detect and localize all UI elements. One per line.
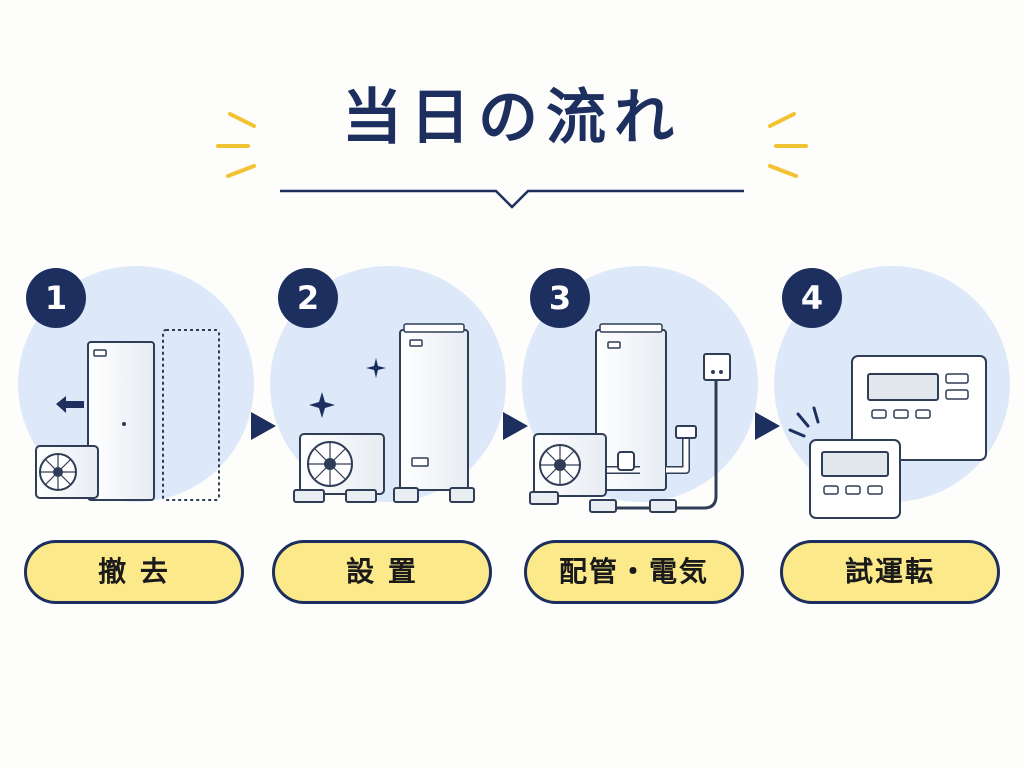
page-title: 当日の流れ xyxy=(342,83,682,153)
step-3-illustration xyxy=(529,323,731,513)
sparkle-icon xyxy=(366,358,386,378)
storage-tank xyxy=(87,341,155,501)
power-cable xyxy=(610,380,718,510)
step-1-badge: 1 xyxy=(26,268,86,328)
arrow-right-icon xyxy=(251,412,276,440)
electrical-box xyxy=(703,353,731,381)
arrow-right-icon xyxy=(755,412,780,440)
step-2-label: 設 置 xyxy=(272,540,492,604)
step-2-badge: 2 xyxy=(278,268,338,328)
step-1-label: 撤 去 xyxy=(24,540,244,604)
step-3-badge: 3 xyxy=(530,268,590,328)
step-4-illustration xyxy=(788,355,987,519)
step-1-illustration xyxy=(35,329,220,501)
arrow-left-icon xyxy=(56,396,84,413)
placeholder-outline xyxy=(162,329,220,501)
alert-lines-icon xyxy=(788,406,820,438)
step-3-label: 配管・電気 xyxy=(524,540,744,604)
storage-tank xyxy=(399,329,469,491)
step-2-illustration xyxy=(293,323,475,503)
sparkle-icon xyxy=(309,392,335,418)
step-4-label: 試運転 xyxy=(780,540,1000,604)
arrow-right-icon xyxy=(503,412,528,440)
step-4-badge: 4 xyxy=(782,268,842,328)
